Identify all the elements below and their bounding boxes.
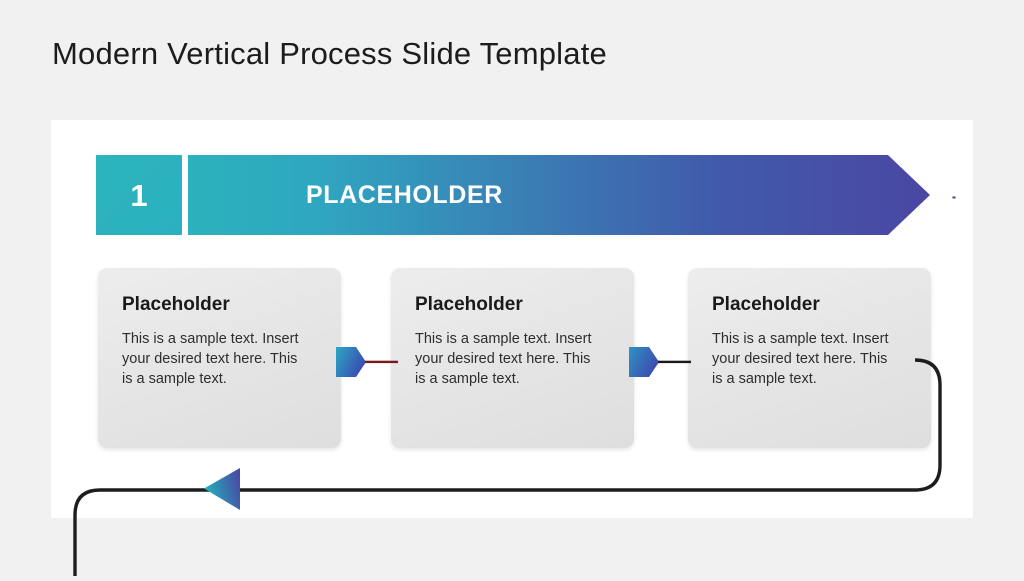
open-door-icon	[928, 155, 974, 235]
banner-title: PLACEHOLDER	[306, 180, 503, 209]
process-card[interactable]: Placeholder This is a sample text. Inser…	[391, 268, 634, 448]
banner-arrow-shape	[188, 155, 930, 235]
process-step-banner: 1 PLACEHOLDER	[96, 155, 968, 235]
step-number-label: 1	[130, 177, 148, 213]
card-body-text: This is a sample text. Insert your desir…	[122, 330, 299, 387]
card-title: Placeholder	[122, 294, 230, 315]
process-card[interactable]: Placeholder This is a sample text. Inser…	[688, 268, 931, 448]
step-number-box: 1	[96, 155, 182, 235]
connector-arrow-2	[629, 345, 691, 379]
card-title: Placeholder	[712, 294, 820, 315]
process-card[interactable]: Placeholder This is a sample text. Inser…	[98, 268, 341, 448]
card-body-text: This is a sample text. Insert your desir…	[415, 330, 592, 387]
page-title: Modern Vertical Process Slide Template	[52, 36, 607, 71]
connector-arrow-1	[336, 345, 398, 379]
card-title: Placeholder	[415, 294, 523, 315]
card-body-text: This is a sample text. Insert your desir…	[712, 330, 889, 387]
